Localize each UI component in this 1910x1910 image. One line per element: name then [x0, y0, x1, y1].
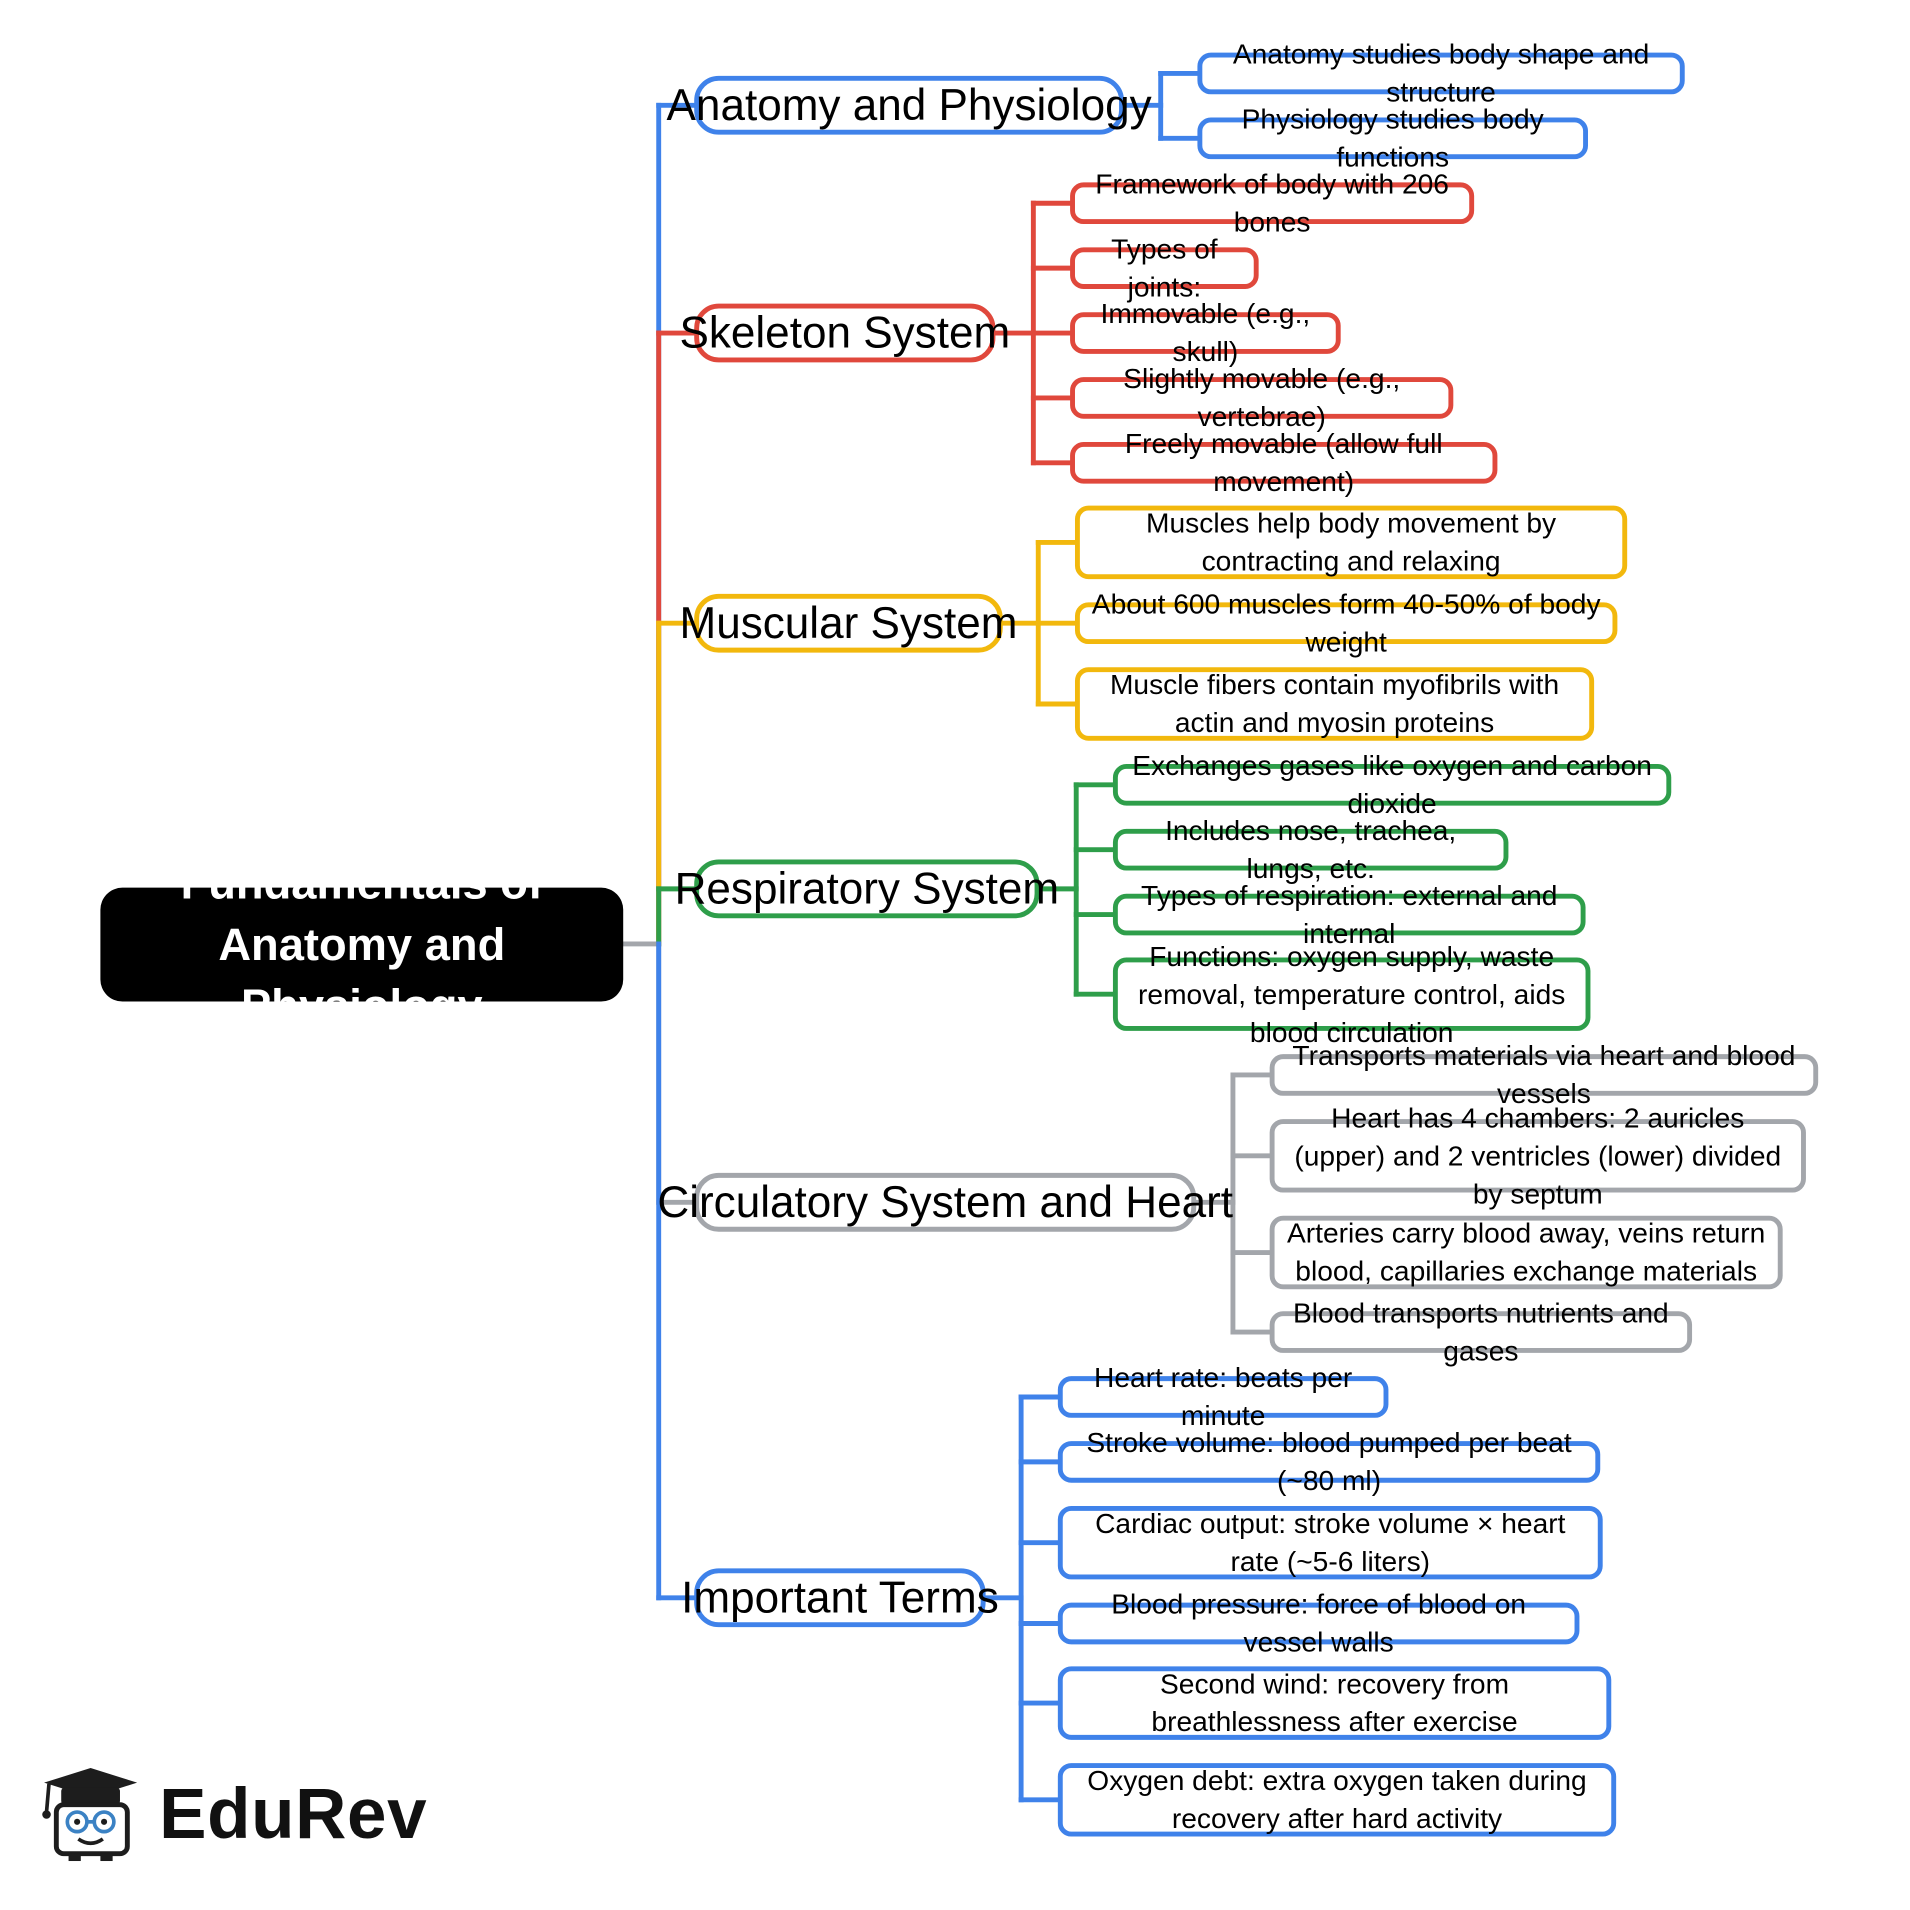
leaf-node: Immovable (e.g., skull): [1070, 298, 1341, 367]
leaf-node: Stroke volume: blood pumped per beat (~8…: [1057, 1426, 1601, 1496]
leaf-node: Heart rate: beats per minute: [1057, 1361, 1389, 1431]
leaf-node: Types of joints:: [1070, 233, 1259, 302]
branch-node: Muscular System: [679, 593, 1017, 653]
root-title: Fundamentals of Anatomy and Physiology: [100, 858, 624, 1030]
leaf-node: Includes nose, trachea, lungs, etc.: [1112, 814, 1509, 884]
leaf-node: Second wind: recovery from breathlessnes…: [1057, 1666, 1612, 1740]
leaf-node: Anatomy studies body shape and structure: [1197, 38, 1685, 108]
edurev-logo: EduRev: [37, 1763, 428, 1863]
leaf-node: About 600 muscles form 40-50% of body we…: [1074, 588, 1618, 657]
branch-node: Anatomy and Physiology: [667, 75, 1152, 135]
leaf-node: Slightly movable (e.g., vertebrae): [1070, 362, 1454, 432]
branch-node: Skeleton System: [679, 303, 1010, 363]
branch-node: Circulatory System and Heart: [657, 1172, 1233, 1232]
leaf-node: Blood pressure: force of blood on vessel…: [1057, 1588, 1580, 1658]
leaf-node: Framework of body with 206 bones: [1070, 168, 1475, 238]
branch-node: Important Terms: [681, 1568, 999, 1628]
branch-node: Respiratory System: [675, 859, 1059, 919]
leaf-node: Muscle fibers contain myofibrils with ac…: [1074, 667, 1595, 741]
leaf-node: Oxygen debt: extra oxygen taken during r…: [1057, 1763, 1617, 1837]
leaf-node: Transports materials via heart and blood…: [1269, 1039, 1819, 1109]
logo-text: EduRev: [159, 1773, 428, 1854]
leaf-node: Functions: oxygen supply, waste removal,…: [1112, 940, 1591, 1047]
leaf-node: Physiology studies body functions: [1197, 103, 1588, 173]
leaf-node: Heart has 4 chambers: 2 auricles (upper)…: [1269, 1101, 1806, 1209]
leaf-node: Arteries carry blood away, veins return …: [1269, 1215, 1783, 1290]
leaf-node: Types of respiration: external and inter…: [1112, 879, 1586, 949]
leaf-node: Blood transports nutrients and gases: [1269, 1297, 1693, 1366]
graduate-mascot-icon: [42, 1767, 138, 1862]
leaf-node: Exchanges gases like oxygen and carbon d…: [1112, 749, 1672, 819]
leaf-node: Muscles help body movement by contractin…: [1074, 505, 1628, 580]
leaf-node: Cardiac output: stroke volume × heart ra…: [1057, 1505, 1603, 1580]
leaf-node: Freely movable (allow full movement): [1070, 427, 1498, 497]
